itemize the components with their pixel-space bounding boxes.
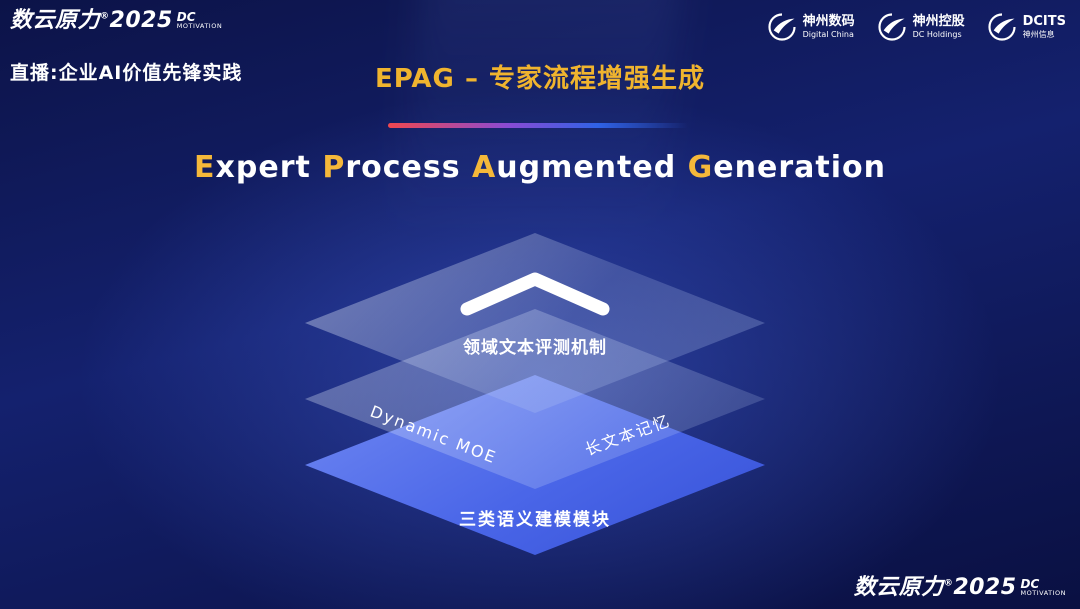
subtitle-word-rocess: rocess [345, 150, 473, 185]
light-beam-decoration [395, 0, 684, 235]
corner-logos: 神州数码 Digital China 神州控股 DC Holdings DCIT… [767, 12, 1066, 42]
logo-line2: DC Holdings [912, 30, 962, 39]
logo-dcits: DCITS 神州信息 [987, 12, 1066, 42]
logo-line2: 神州信息 [1022, 30, 1055, 39]
swoosh-logo-icon [768, 13, 796, 41]
registered-mark: ® [100, 11, 110, 22]
chevron-up-icon [460, 272, 610, 316]
brand-subtext: DC MOTIVATION [1021, 578, 1066, 597]
brand-logo-bottom-right: 数云原力®2025 DC MOTIVATION [854, 577, 1066, 599]
subtitle-capital-p: P [322, 150, 346, 185]
brand-dc-label: DC [1020, 577, 1040, 591]
subtitle-capital-e: E [194, 150, 216, 185]
subtitle-capital-a: A [472, 150, 497, 185]
brand-year: 2025 [953, 575, 1017, 600]
top-layer-label: 领域文本评测机制 [463, 338, 607, 358]
brand-wordmark: 数云原力®2025 [10, 10, 173, 32]
layered-stack-diagram: 领域文本评测机制 Dynamic MOE 长文本记忆 三类语义建模模块 [305, 233, 765, 568]
logo-text: DCITS 神州信息 [1023, 14, 1066, 39]
brand-year: 2025 [109, 8, 173, 33]
subtitle-word-ugmented: ugmented [496, 150, 688, 185]
subtitle-word-xpert: xpert [215, 150, 323, 185]
brand-wordmark: 数云原力®2025 [854, 577, 1017, 599]
brand-name: 数云原力 [853, 575, 944, 600]
brand-motivation-label: MOTIVATION [176, 22, 223, 30]
logo-dc-holdings: 神州控股 DC Holdings [877, 12, 965, 42]
logo-line1: 神州数码 [802, 14, 855, 30]
logo-digital-china: 神州数码 Digital China [767, 12, 855, 42]
brand-logo-top-left: 数云原力®2025 DC MOTIVATION [10, 10, 222, 32]
subtitle-word-eneration: eneration [713, 150, 886, 185]
gradient-divider [388, 123, 688, 128]
subtitle-capital-g: G [687, 150, 714, 185]
logo-text: 神州控股 DC Holdings [913, 14, 965, 39]
registered-mark: ® [943, 578, 954, 589]
page-title: EPAG – 专家流程增强生成 [375, 64, 705, 94]
brand-dc-label: DC [176, 10, 196, 24]
logo-line1: 神州控股 [912, 14, 965, 30]
brand-name: 数云原力 [10, 8, 101, 33]
logo-text: 神州数码 Digital China [803, 14, 855, 39]
english-subtitle: Expert Process Augmented Generation [0, 150, 1080, 185]
live-stream-label: 直播:企业AI价值先锋实践 [10, 62, 243, 84]
brand-motivation-label: MOTIVATION [1020, 589, 1066, 597]
logo-line2: Digital China [802, 30, 854, 39]
logo-line1: DCITS [1022, 14, 1066, 30]
swoosh-logo-icon [988, 13, 1016, 41]
swoosh-logo-icon [878, 13, 906, 41]
bottom-layer-label: 三类语义建模模块 [459, 510, 611, 530]
brand-subtext: DC MOTIVATION [177, 11, 222, 30]
